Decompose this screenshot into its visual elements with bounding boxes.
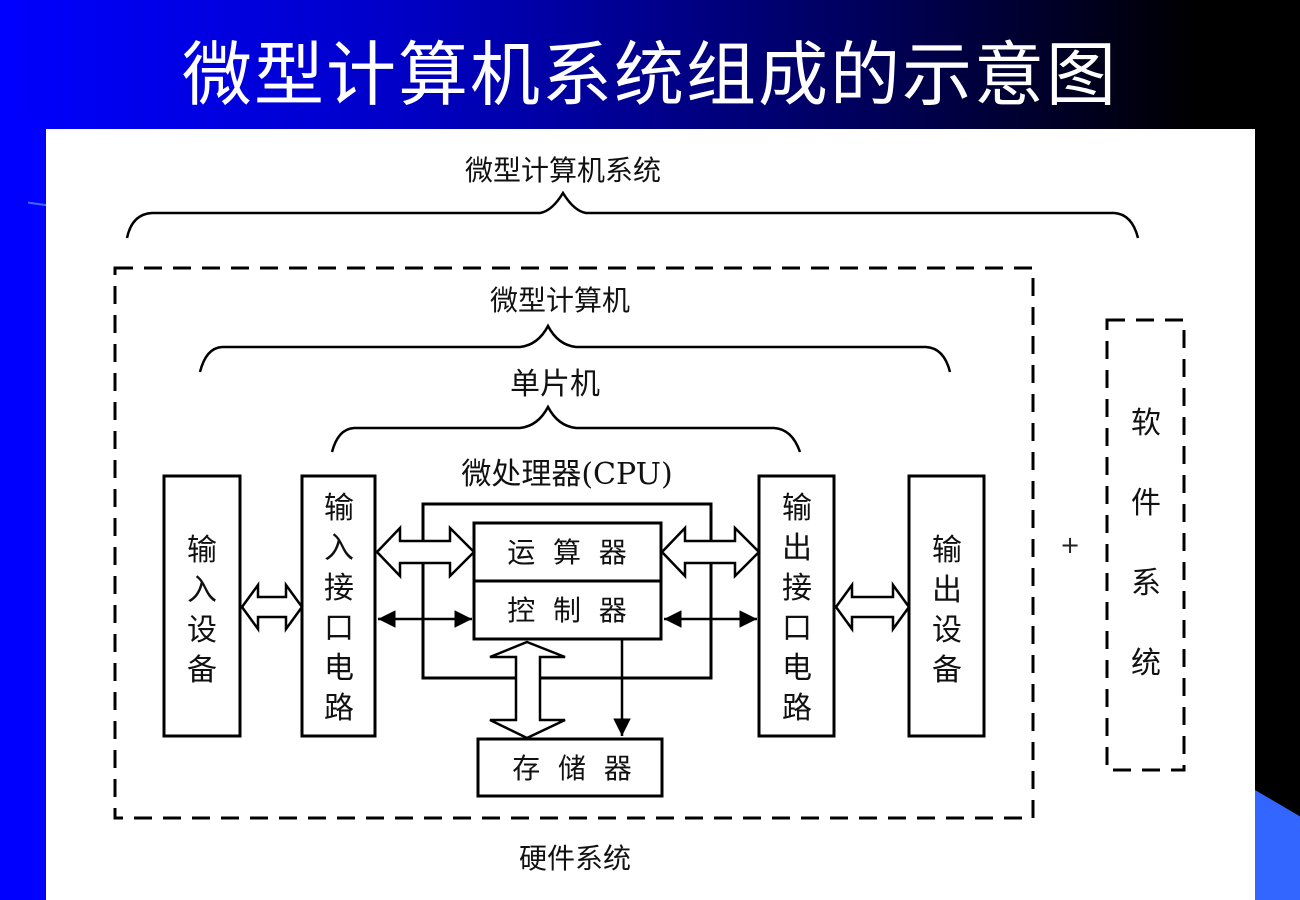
svg-text:电: 电 [782, 651, 812, 686]
output-interface-label: 输 出 接 口 电 路 [782, 491, 812, 726]
svg-text:入: 入 [324, 531, 354, 566]
svg-text:入: 入 [187, 573, 217, 608]
svg-text:出: 出 [782, 531, 812, 566]
hardware-label: 硬件系统 [519, 842, 631, 875]
input-device-box [162, 474, 242, 738]
svg-text:系: 系 [1131, 566, 1161, 601]
cpu-frame [421, 502, 713, 680]
svg-text:备: 备 [932, 653, 962, 688]
svg-text:件: 件 [1131, 486, 1161, 521]
microcomputer-label: 微型计算机 [490, 284, 630, 317]
svg-text:出: 出 [932, 573, 962, 608]
controller-label: 控 制 器 [507, 594, 627, 627]
svg-text:电: 电 [324, 651, 354, 686]
single-chip-brace [330, 404, 802, 453]
slide-title: 微型计算机系统组成的示意图 [182, 34, 1118, 116]
svg-text:输: 输 [782, 491, 812, 526]
system-brace [125, 190, 1140, 239]
hardware-system-box [113, 266, 1035, 820]
alu-label: 运 算 器 [507, 536, 627, 569]
memory-label: 存 储 器 [512, 752, 632, 785]
svg-text:设: 设 [187, 613, 217, 648]
cpu-label: 微处理器(CPU) [461, 457, 672, 492]
bus-arrow-controller-memory [489, 640, 566, 740]
svg-text:设: 设 [932, 613, 962, 648]
controller-box [472, 579, 663, 641]
svg-text:软: 软 [1131, 406, 1161, 441]
input-device-label: 输 入 设 备 [187, 533, 217, 688]
system-label: 微型计算机系统 [465, 154, 661, 187]
svg-text:接: 接 [324, 571, 354, 606]
software-system-label: 软 件 系 统 [1131, 406, 1161, 681]
output-device-box [907, 474, 986, 738]
bus-arrow-output-device [834, 581, 911, 633]
svg-text:口: 口 [782, 611, 812, 646]
single-chip-label: 单片机 [510, 367, 600, 402]
output-device-label: 输 出 设 备 [932, 533, 962, 688]
svg-text:路: 路 [782, 691, 812, 726]
software-system-box [1105, 318, 1186, 772]
bus-arrow-input-alu [375, 524, 476, 580]
output-interface-box [757, 474, 836, 738]
microcomputer-brace [198, 323, 952, 373]
bus-arrow-alu-output [660, 524, 761, 580]
svg-text:路: 路 [324, 691, 354, 726]
right-background-band [1255, 120, 1300, 900]
svg-text:备: 备 [187, 653, 217, 688]
svg-text:统: 统 [1131, 646, 1161, 681]
bus-arrow-input-device [240, 581, 304, 633]
svg-text:输: 输 [932, 533, 962, 568]
plus-sign: + [1060, 531, 1080, 559]
svg-text:输: 输 [324, 491, 354, 526]
input-interface-label: 输 入 接 口 电 路 [324, 491, 354, 726]
memory-box [476, 737, 664, 798]
left-background-band [0, 120, 46, 900]
svg-text:接: 接 [782, 571, 812, 606]
svg-text:口: 口 [324, 611, 354, 646]
svg-text:输: 输 [187, 533, 217, 568]
